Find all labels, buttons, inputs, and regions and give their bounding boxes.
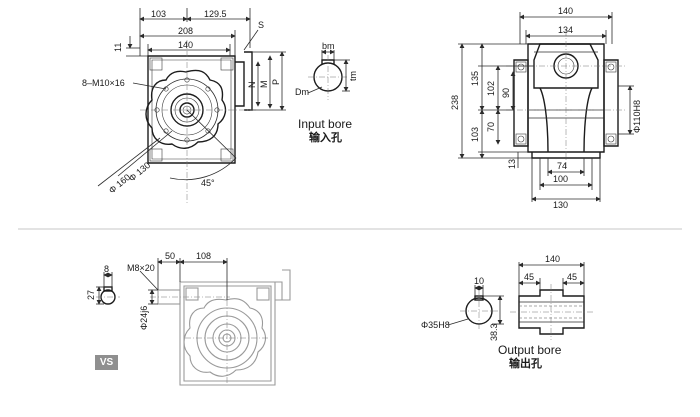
side-dim-238: 238 bbox=[450, 95, 460, 110]
side-dim-90: 90 bbox=[501, 88, 511, 98]
dim-phi160: Φ 160 bbox=[107, 172, 132, 196]
side-dim-74: 74 bbox=[557, 161, 567, 171]
output-dim-phi35: Φ35H8 bbox=[421, 320, 450, 330]
dim-11: 11 bbox=[113, 43, 123, 52]
side-dim-130: 130 bbox=[553, 200, 568, 210]
side-dim-140: 140 bbox=[558, 6, 573, 16]
input-bore-tm: tm bbox=[348, 71, 358, 81]
vs-front-view bbox=[139, 258, 291, 386]
side-dim-100: 100 bbox=[553, 174, 568, 184]
side-dim-70: 70 bbox=[486, 122, 496, 132]
output-bore-title: Output bore bbox=[498, 343, 562, 357]
vs-dim-50: 50 bbox=[165, 251, 175, 261]
side-dim-phi110: Φ110H8 bbox=[632, 100, 642, 133]
vs-dim-m8: M8×20 bbox=[127, 263, 155, 273]
output-dim-45-left: 45 bbox=[524, 272, 534, 282]
output-bore-end-view bbox=[447, 285, 504, 330]
input-bore-dm: Dm bbox=[295, 87, 309, 97]
dim-103: 103 bbox=[151, 9, 166, 19]
side-dim-13: 13 bbox=[507, 159, 517, 169]
vs-dim-108: 108 bbox=[196, 251, 211, 261]
vs-dim-8: 8 bbox=[104, 264, 109, 274]
dim-m: M bbox=[259, 81, 269, 89]
dim-bolts: 8–M10×16 bbox=[82, 78, 125, 88]
input-bore-bm: bm bbox=[322, 41, 335, 51]
vs-dim-phi24: Φ24j6 bbox=[139, 306, 149, 330]
front-view bbox=[97, 8, 286, 205]
input-bore-diagram bbox=[307, 49, 350, 100]
output-dim-38-3: 38.3 bbox=[489, 323, 499, 341]
vs-badge: VS bbox=[95, 355, 118, 370]
output-dim-45-right: 45 bbox=[567, 272, 577, 282]
side-dim-102: 102 bbox=[486, 81, 496, 96]
output-bore-section-view bbox=[510, 262, 594, 340]
side-dim-103: 103 bbox=[470, 127, 480, 142]
input-bore-title: Input bore bbox=[298, 117, 352, 131]
vs-dim-27: 27 bbox=[86, 290, 96, 300]
dim-140: 140 bbox=[178, 40, 193, 50]
dim-angle: 45° bbox=[201, 178, 215, 188]
dim-n: N bbox=[247, 82, 257, 89]
vs-shaft-end-view bbox=[96, 272, 120, 305]
output-dim-10: 10 bbox=[474, 276, 484, 286]
side-dim-135: 135 bbox=[470, 71, 480, 86]
output-dim-140: 140 bbox=[545, 254, 560, 264]
dim-208: 208 bbox=[178, 26, 193, 36]
output-bore-title-cn: 输出孔 bbox=[509, 356, 542, 370]
side-view bbox=[458, 12, 634, 202]
input-bore-title-cn: 输入孔 bbox=[309, 130, 342, 144]
dim-s: S bbox=[258, 20, 264, 30]
side-dim-134: 134 bbox=[558, 25, 573, 35]
dim-p: P bbox=[271, 79, 281, 85]
dim-129-5: 129.5 bbox=[204, 9, 227, 19]
